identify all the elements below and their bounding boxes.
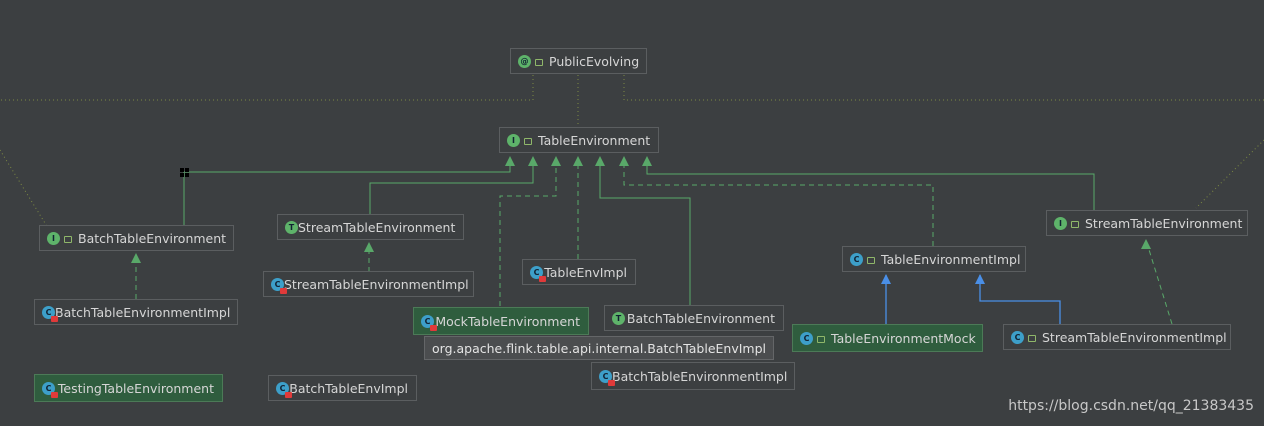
node-batch-table-environment-impl-1[interactable]: C BatchTableEnvironmentImpl [34, 299, 238, 325]
node-table-env-impl[interactable]: C TableEnvImpl [522, 259, 636, 285]
node-table-environment-impl[interactable]: C TableEnvironmentImpl [842, 246, 1026, 272]
node-label: TableEnvironment [538, 132, 651, 148]
node-stream-table-environment-impl-2[interactable]: C StreamTableEnvironmentImpl [1003, 324, 1231, 350]
abstract-class-icon: C [421, 314, 437, 331]
edge-junction-icon[interactable] [180, 168, 189, 177]
node-mock-table-environment[interactable]: C MockTableEnvironment [413, 307, 589, 335]
annotation-icon: @ [518, 54, 531, 68]
node-label: TableEnvImpl [544, 264, 627, 280]
public-lock-icon [867, 256, 875, 264]
public-lock-icon [1028, 334, 1036, 342]
watermark: https://blog.csdn.net/qq_21383435 [1008, 398, 1254, 414]
node-label: BatchTableEnvironment [78, 230, 227, 246]
node-table-environment-mock[interactable]: C TableEnvironmentMock [792, 324, 983, 352]
implements-edges [131, 156, 1173, 325]
node-stream-table-environment-interface[interactable]: I StreamTableEnvironment [1046, 210, 1248, 236]
node-stream-table-environment-trait[interactable]: T StreamTableEnvironment [277, 214, 464, 240]
class-icon: C [850, 252, 863, 266]
node-label: StreamTableEnvironmentImpl [1042, 329, 1227, 345]
node-table-environment[interactable]: I TableEnvironment [499, 127, 659, 153]
abstract-class-icon: C [276, 381, 292, 398]
node-batch-table-env-impl[interactable]: C BatchTableEnvImpl [268, 375, 417, 401]
interface-icon: I [47, 231, 60, 245]
node-label: TableEnvironmentImpl [881, 251, 1021, 267]
node-label: BatchTableEnvironmentImpl [55, 304, 231, 320]
node-batch-table-environment-trait[interactable]: T BatchTableEnvironment [604, 305, 784, 331]
public-lock-icon [64, 235, 72, 243]
interface-icon: I [1054, 216, 1067, 230]
extends-edges [183, 156, 1095, 306]
abstract-class-icon: C [271, 277, 287, 294]
node-testing-table-environment[interactable]: C TestingTableEnvironment [34, 374, 223, 402]
abstract-class-icon: C [42, 381, 58, 398]
node-label: TableEnvironmentMock [831, 330, 976, 346]
abstract-class-icon: C [530, 265, 546, 282]
node-label: PublicEvolving [549, 53, 640, 69]
class-icon: C [800, 331, 813, 345]
node-public-evolving[interactable]: @ PublicEvolving [510, 48, 647, 74]
public-lock-icon [524, 137, 532, 145]
public-lock-icon [817, 335, 825, 343]
node-stream-table-environment-impl-1[interactable]: C StreamTableEnvironmentImpl [263, 271, 474, 297]
public-lock-icon [1071, 220, 1079, 228]
annotation-edges [0, 75, 1264, 229]
node-label: BatchTableEnvironment [626, 310, 775, 326]
node-label: BatchTableEnvironmentImpl [612, 368, 788, 384]
abstract-class-icon: C [599, 369, 615, 386]
interface-icon: I [507, 133, 520, 147]
node-batch-table-environment-impl-2[interactable]: C BatchTableEnvironmentImpl [591, 362, 795, 390]
abstract-class-icon: C [42, 305, 58, 322]
trait-icon: T [285, 220, 298, 234]
tooltip: org.apache.flink.table.api.internal.Batc… [424, 336, 775, 360]
node-label: TestingTableEnvironment [57, 380, 214, 396]
node-label: StreamTableEnvironmentImpl [284, 276, 469, 292]
node-label: StreamTableEnvironment [298, 219, 456, 235]
node-label: MockTableEnvironment [435, 313, 580, 329]
node-batch-table-environment[interactable]: I BatchTableEnvironment [39, 225, 234, 251]
node-label: BatchTableEnvImpl [289, 380, 408, 396]
blue-extends-edges [881, 274, 1061, 324]
class-icon: C [1011, 330, 1024, 344]
node-label: StreamTableEnvironment [1085, 215, 1243, 231]
public-lock-icon [535, 58, 543, 66]
trait-icon: T [612, 311, 625, 325]
